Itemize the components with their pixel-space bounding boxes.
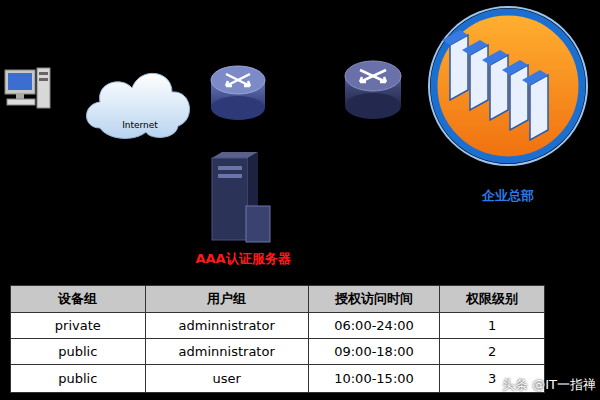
internet-cloud [87, 73, 190, 138]
watermark: 头条 @IT一指禅 [502, 376, 596, 394]
table-cell: 10:00-15:00 [308, 365, 440, 393]
datacenter-icon [429, 7, 587, 165]
table-cell: 06:00-24:00 [308, 313, 440, 339]
cell-text: 2 [488, 344, 496, 359]
table-cell: user [145, 365, 308, 393]
table-header-cell: 授权访问时间 [308, 286, 440, 313]
router-icon [345, 61, 401, 119]
table-cell: 09:00-18:00 [308, 339, 440, 365]
network-node: 企业总部 [428, 3, 588, 205]
cell-text: 3 [488, 371, 496, 386]
cell-text: user [212, 371, 240, 386]
router-icon [211, 66, 265, 120]
cell-text: adminnistrator [179, 344, 275, 359]
column-header: 设备组 [58, 291, 97, 306]
table-cell: 2 [440, 339, 545, 365]
cell-text: private [55, 318, 101, 333]
cell-text: 10:00-15:00 [334, 371, 414, 386]
table-cell: 1 [440, 313, 545, 339]
network-node: AAA认证服务器 [190, 148, 296, 268]
table-header-cell: 用户组 [145, 286, 308, 313]
column-header: 用户组 [207, 291, 246, 306]
table-cell: private [11, 313, 146, 339]
permission-table: 设备组 用户组 授权访问时间 权限级别 private adminnistrator 06:… [10, 285, 545, 393]
cell-text: public [58, 371, 97, 386]
network-node: Internet [86, 60, 194, 140]
table-cell: public [11, 365, 146, 393]
table-cell: public [11, 339, 146, 365]
pc-icon [5, 68, 50, 108]
column-header: 授权访问时间 [335, 291, 413, 306]
column-header: 权限级别 [466, 291, 518, 306]
cell-text: public [58, 344, 97, 359]
table-cell: adminnistrator [145, 339, 308, 365]
table-header-cell: 权限级别 [440, 286, 545, 313]
cell-text: 06:00-24:00 [334, 318, 414, 333]
cell-text: 1 [488, 318, 496, 333]
table-header-cell: 设备组 [11, 286, 146, 313]
node-label: 企业总部 [482, 187, 534, 205]
node-label: Internet [122, 120, 158, 130]
node-label: AAA认证服务器 [195, 250, 290, 268]
cell-text: adminnistrator [179, 318, 275, 333]
table-cell: adminnistrator [145, 313, 308, 339]
server-tower [212, 152, 270, 242]
cell-text: 09:00-18:00 [334, 344, 414, 359]
